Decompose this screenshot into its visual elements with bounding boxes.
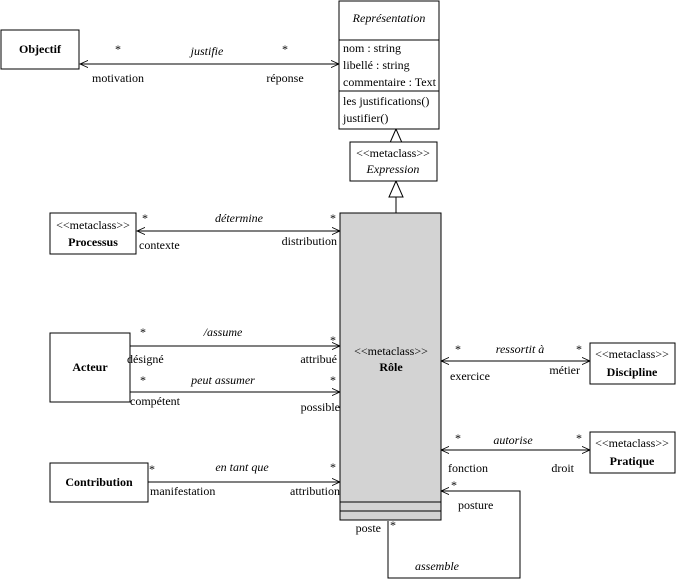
class-processus-stereotype: <<metaclass>> bbox=[56, 218, 130, 232]
multiplicity-label: * bbox=[149, 462, 155, 476]
role-label: désigné bbox=[127, 352, 164, 366]
multiplicity-label: * bbox=[330, 460, 336, 474]
class-role-stereotype: <<metaclass>> bbox=[354, 344, 428, 358]
class-expression-name: Expression bbox=[366, 162, 420, 176]
association-name-label: autorise bbox=[493, 433, 533, 447]
association-name-label: /assume bbox=[203, 325, 243, 339]
class-role[interactable]: <<metaclass>> Rôle bbox=[339, 212, 442, 521]
association-assemble-line bbox=[387, 491, 521, 579]
multiplicity-label: * bbox=[330, 333, 336, 347]
class-representation-operation: les justifications() bbox=[343, 94, 429, 108]
class-representation-operation: justifier() bbox=[342, 111, 388, 125]
class-discipline[interactable]: <<metaclass>> Discipline bbox=[589, 342, 676, 385]
role-label: possible bbox=[301, 400, 340, 414]
class-expression[interactable]: <<metaclass>> Expression bbox=[349, 141, 438, 182]
role-label: fonction bbox=[448, 461, 488, 475]
role-label: poste bbox=[356, 521, 381, 535]
class-pratique-name: Pratique bbox=[610, 454, 655, 468]
role-label: réponse bbox=[266, 71, 303, 85]
multiplicity-label: * bbox=[390, 518, 396, 532]
class-pratique[interactable]: <<metaclass>> Pratique bbox=[589, 431, 676, 474]
role-label: attribué bbox=[300, 352, 337, 366]
association-name-label: en tant que bbox=[215, 460, 269, 474]
association-name-label: assemble bbox=[415, 559, 460, 573]
multiplicity-label: * bbox=[451, 478, 457, 492]
association-name-label: justifie bbox=[189, 44, 224, 58]
class-contribution[interactable]: Contribution bbox=[49, 462, 149, 503]
role-label: métier bbox=[549, 363, 580, 377]
role-label: exercice bbox=[450, 369, 490, 383]
class-discipline-name: Discipline bbox=[607, 365, 658, 379]
role-label: motivation bbox=[92, 71, 144, 85]
class-representation-attribute: nom : string bbox=[343, 41, 401, 55]
class-role-name: Rôle bbox=[379, 360, 403, 374]
role-label: distribution bbox=[282, 234, 337, 248]
class-pratique-stereotype: <<metaclass>> bbox=[595, 436, 669, 450]
role-label: compétent bbox=[130, 394, 181, 408]
class-discipline-stereotype: <<metaclass>> bbox=[595, 347, 669, 361]
class-representation-attribute: commentaire : Text bbox=[343, 75, 437, 89]
multiplicity-label: * bbox=[140, 325, 146, 339]
class-objectif[interactable]: Objectif bbox=[0, 29, 80, 70]
class-acteur-name: Acteur bbox=[72, 360, 108, 374]
class-representation-name: Représentation bbox=[352, 11, 426, 25]
generalization-triangle-expression bbox=[388, 179, 404, 198]
multiplicity-label: * bbox=[282, 42, 288, 56]
association-name-label: peut assumer bbox=[190, 373, 255, 387]
association-name-label: détermine bbox=[215, 211, 264, 225]
class-contribution-name: Contribution bbox=[65, 475, 133, 489]
association-name-label: ressortit à bbox=[496, 342, 545, 356]
multiplicity-label: * bbox=[115, 42, 121, 56]
multiplicity-label: * bbox=[455, 431, 461, 445]
multiplicity-label: * bbox=[455, 342, 461, 356]
class-acteur[interactable]: Acteur bbox=[49, 332, 131, 403]
role-label: contexte bbox=[139, 238, 180, 252]
multiplicity-label: * bbox=[576, 342, 582, 356]
class-representation[interactable]: Représentation nom : string libellé : st… bbox=[338, 0, 440, 130]
class-representation-attribute: libellé : string bbox=[343, 58, 410, 72]
multiplicity-label: * bbox=[330, 373, 336, 387]
role-label: droit bbox=[551, 461, 574, 475]
class-processus-name: Processus bbox=[68, 235, 118, 249]
role-label: posture bbox=[458, 498, 493, 512]
role-label: manifestation bbox=[150, 484, 215, 498]
class-processus[interactable]: <<metaclass>> Processus bbox=[49, 212, 137, 255]
multiplicity-label: * bbox=[576, 431, 582, 445]
role-label: attribution bbox=[290, 484, 340, 498]
multiplicity-label: * bbox=[140, 373, 146, 387]
class-objectif-name: Objectif bbox=[19, 42, 62, 56]
class-expression-stereotype: <<metaclass>> bbox=[356, 146, 430, 160]
multiplicity-label: * bbox=[330, 211, 336, 225]
multiplicity-label: * bbox=[142, 211, 148, 225]
